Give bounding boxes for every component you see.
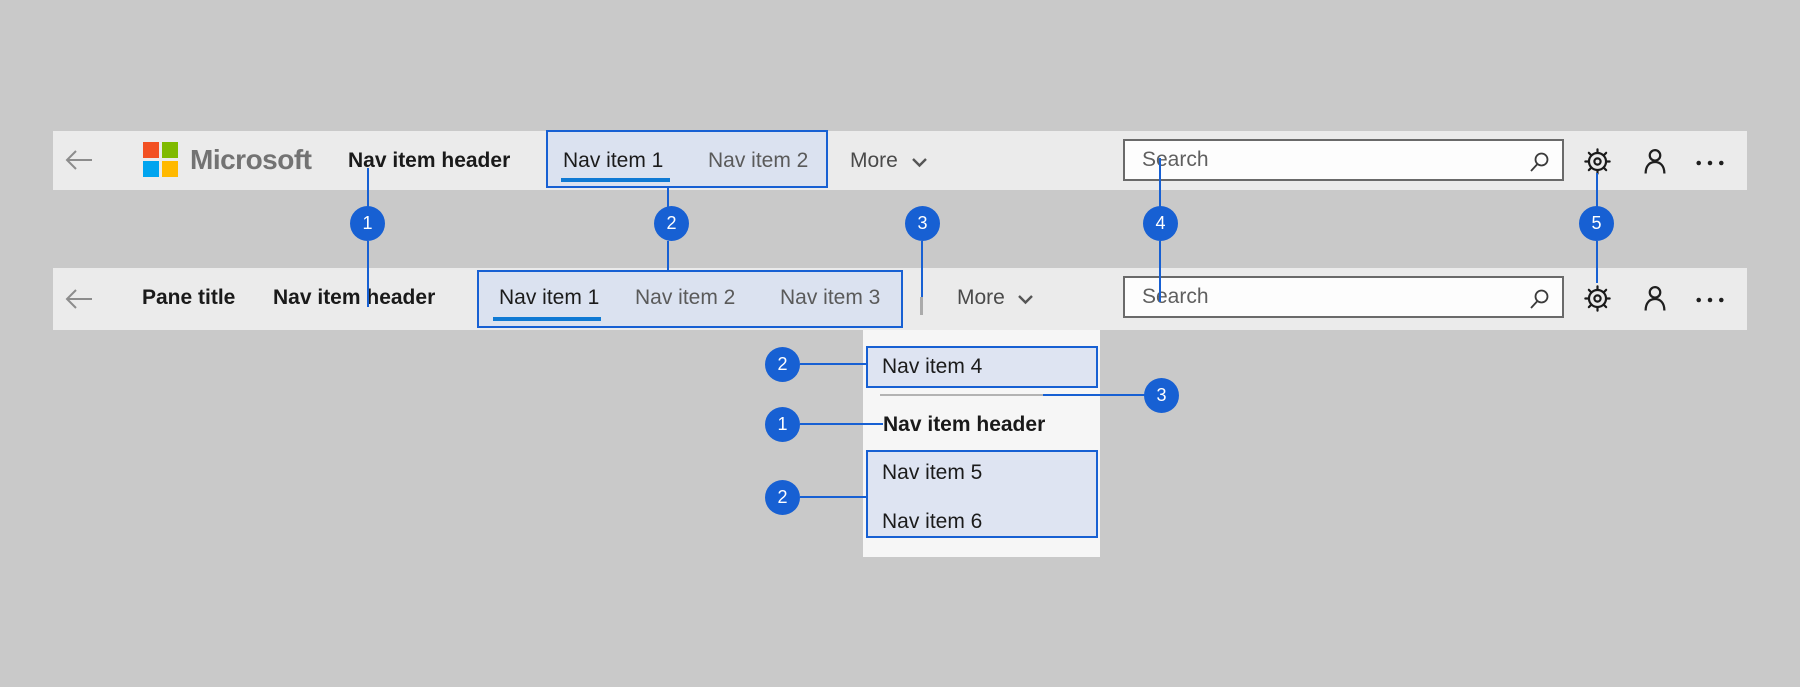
- ellipsis-icon: [1696, 160, 1724, 166]
- account-button[interactable]: [1639, 145, 1671, 177]
- more-label: More: [957, 286, 1005, 309]
- nav-item-header[interactable]: Nav item header: [348, 149, 511, 172]
- more-options-button[interactable]: [1694, 147, 1726, 179]
- callout-circle-3: 3: [905, 206, 940, 241]
- more-button[interactable]: More: [957, 283, 1005, 313]
- gear-icon: [1583, 284, 1611, 312]
- search-input[interactable]: [1125, 278, 1562, 316]
- more-button[interactable]: More: [850, 146, 898, 176]
- search-icon[interactable]: [1527, 150, 1551, 174]
- callout-circle-1-dropdown: 1: [765, 407, 800, 442]
- chevron-down-icon[interactable]: [911, 157, 928, 168]
- selected-tab-underline: [561, 178, 670, 182]
- callout-line-2b: [800, 496, 866, 498]
- callout-line-1a: [800, 423, 883, 425]
- ellipsis-icon: [1696, 297, 1724, 303]
- dropdown-highlight-box-bottom: [866, 450, 1098, 538]
- callout-line-1-top: [367, 168, 369, 207]
- tab-nav-item-2[interactable]: Nav item 2: [635, 286, 736, 309]
- callout-line-2a: [800, 363, 866, 365]
- dropdown-nav-item-header: Nav item header: [883, 413, 1046, 436]
- microsoft-logo[interactable]: Microsoft: [143, 142, 312, 177]
- menu-item-nav-item-4[interactable]: Nav item 4: [882, 355, 983, 378]
- logo-square-green: [162, 142, 178, 158]
- search-box: [1123, 139, 1564, 181]
- callout-line-2-bottom: [667, 241, 669, 270]
- logo-square-red: [143, 142, 159, 158]
- dropdown-separator: [880, 394, 1043, 396]
- selected-tab-underline: [493, 317, 601, 321]
- account-button[interactable]: [1639, 282, 1671, 314]
- tab-nav-item-1[interactable]: Nav item 1: [499, 286, 600, 309]
- search-input[interactable]: [1125, 141, 1562, 179]
- callout-line-3a: [1043, 394, 1145, 396]
- callout-line-1-bottom: [367, 241, 369, 307]
- dropdown-highlight-box-top: [866, 346, 1098, 388]
- callout-circle-2-dropdown-top: 2: [765, 347, 800, 382]
- callout-circle-4: 4: [1143, 206, 1178, 241]
- callout-circle-1: 1: [350, 206, 385, 241]
- overflow-divider: [920, 297, 923, 315]
- settings-button[interactable]: [1581, 282, 1613, 314]
- more-options-button[interactable]: [1694, 284, 1726, 316]
- tab-nav-item-1[interactable]: Nav item 1: [563, 149, 664, 172]
- menu-item-nav-item-5[interactable]: Nav item 5: [882, 461, 983, 484]
- nav-group-highlight-box: [546, 130, 828, 188]
- callout-circle-3-dropdown: 3: [1144, 378, 1179, 413]
- callout-circle-5: 5: [1579, 206, 1614, 241]
- callout-line-4-bottom: [1159, 241, 1161, 302]
- person-icon: [1644, 286, 1666, 311]
- pane-title: Pane title: [142, 286, 236, 309]
- settings-button[interactable]: [1581, 145, 1613, 177]
- logo-wordmark: Microsoft: [190, 143, 312, 175]
- more-label: More: [850, 149, 898, 172]
- back-button[interactable]: [63, 144, 95, 176]
- person-icon: [1644, 149, 1666, 174]
- logo-square-blue: [143, 161, 159, 177]
- search-icon[interactable]: [1527, 287, 1551, 311]
- gear-icon: [1583, 147, 1611, 175]
- back-arrow-icon: [65, 150, 92, 170]
- chevron-down-icon[interactable]: [1017, 294, 1034, 305]
- back-arrow-icon: [65, 289, 92, 309]
- menu-item-nav-item-6[interactable]: Nav item 6: [882, 510, 983, 533]
- logo-square-yellow: [162, 161, 178, 177]
- callout-line-3-bottom: [921, 241, 923, 297]
- callout-circle-2: 2: [654, 206, 689, 241]
- callout-line-2-top: [667, 188, 669, 207]
- microsoft-logo-squares-icon: [143, 142, 178, 177]
- callout-line-5-bottom: [1596, 241, 1598, 283]
- callout-circle-2-dropdown-bottom: 2: [765, 480, 800, 515]
- callout-line-5-top: [1596, 173, 1598, 207]
- callout-line-4-top: [1159, 158, 1161, 207]
- search-box: [1123, 276, 1564, 318]
- tab-nav-item-3[interactable]: Nav item 3: [780, 286, 881, 309]
- nav-item-header[interactable]: Nav item header: [273, 286, 436, 309]
- back-button[interactable]: [63, 283, 95, 315]
- tab-nav-item-2[interactable]: Nav item 2: [708, 149, 809, 172]
